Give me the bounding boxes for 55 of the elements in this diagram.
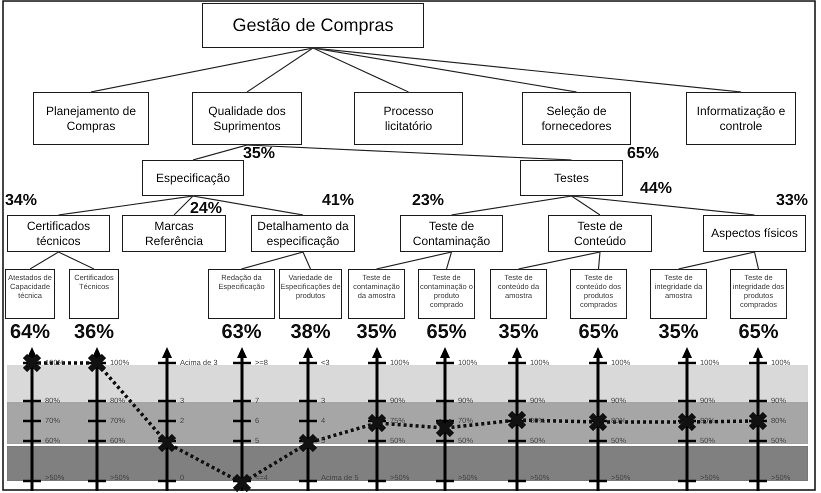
- connector-line: [192, 195, 304, 216]
- category-box: Aspectos físicos: [703, 215, 806, 252]
- connector-line: [446, 252, 452, 270]
- connector-line: [241, 251, 304, 270]
- connector-line: [376, 251, 452, 270]
- connector-line: [518, 251, 600, 270]
- root-box: Gestão de Compras: [202, 3, 424, 48]
- category-box: Testes: [520, 160, 623, 196]
- connector-line: [174, 196, 194, 216]
- connector-line: [58, 251, 94, 270]
- category-box: Certificados técnicos: [7, 215, 110, 252]
- connector-line: [598, 252, 601, 270]
- percentage-label: 65%: [425, 321, 468, 344]
- connector-line: [246, 48, 314, 92]
- percentage-label: 64%: [8, 321, 52, 344]
- category-box: Detalhamento da especificação: [251, 215, 355, 252]
- category-box: Marcas Referência: [122, 215, 226, 252]
- category-box: Teste de Contaminação: [400, 215, 503, 252]
- connector-line: [312, 47, 409, 93]
- percentage-label: 34%: [5, 192, 38, 210]
- percentage-label: 65%: [737, 321, 780, 344]
- percentage-label: 65%: [627, 145, 660, 163]
- percentage-label: 41%: [322, 192, 354, 210]
- category-box: Processo licitatório: [354, 92, 463, 145]
- percentage-label: 35%: [355, 321, 398, 344]
- connector-line: [312, 47, 577, 93]
- percentage-label: 35%: [657, 321, 700, 344]
- connector-line: [302, 252, 312, 270]
- category-box: Seleção de fornecedores: [522, 92, 631, 145]
- category-box: Especificação: [142, 160, 244, 196]
- percentage-label: 65%: [577, 321, 620, 344]
- connector-line: [754, 252, 760, 270]
- category-box: Informatização e controle: [686, 92, 796, 145]
- category-box: Planejamento de Compras: [33, 92, 149, 145]
- percentage-label: 24%: [190, 200, 222, 218]
- percentage-label: 33%: [776, 192, 808, 210]
- connector-line: [678, 251, 755, 270]
- connector-line: [571, 195, 755, 216]
- connector-line: [58, 195, 194, 216]
- connector-line: [30, 251, 59, 270]
- connector-line: [90, 47, 314, 93]
- connector-line: [571, 196, 600, 216]
- connector-line: [192, 144, 248, 161]
- connector-line: [312, 47, 742, 93]
- category-box: Teste de Conteúdo: [548, 215, 652, 252]
- percentage-label: 44%: [640, 180, 672, 198]
- connector-line: [451, 195, 572, 216]
- percentage-label: 35%: [243, 145, 276, 163]
- percentage-label: 36%: [72, 321, 116, 344]
- percentage-label: 38%: [289, 321, 332, 344]
- percentage-label: 23%: [412, 192, 444, 210]
- connector-line: [246, 144, 572, 161]
- percentage-label: 35%: [497, 321, 540, 344]
- percentage-label: 63%: [220, 321, 263, 344]
- category-box: Qualidade dos Suprimentos: [192, 92, 302, 145]
